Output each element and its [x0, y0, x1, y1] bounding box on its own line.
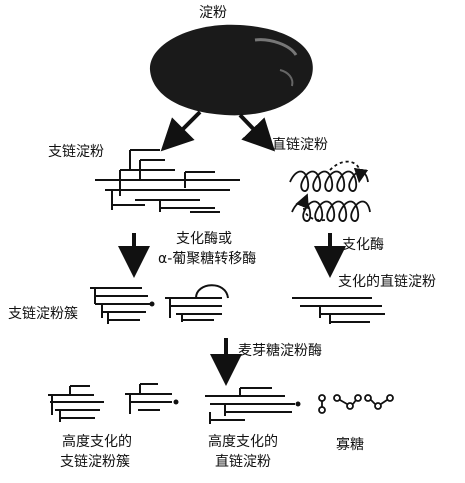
oligosaccharides-label: 寡糖 [336, 437, 364, 453]
highly-branched-cluster-1 [48, 385, 104, 422]
enzyme-right-label: 支化酶 [342, 237, 384, 253]
amylopectin-cluster-right [165, 284, 229, 322]
enzyme-left-line1: 支化酶或 [176, 231, 232, 247]
amylopectin-cluster-left [90, 287, 150, 324]
starch-label: 淀粉 [199, 5, 227, 21]
highly-branched-cluster-line2: 支链淀粉簇 [60, 454, 130, 470]
maltogenic-amylase-label: 麦芽糖淀粉酶 [238, 343, 322, 359]
highly-branched-cluster-2 [125, 383, 172, 414]
highly-branched-amylose-line2: 直链淀粉 [215, 454, 271, 470]
starch-granule [149, 24, 313, 116]
arrow-to-amylopectin [160, 110, 202, 152]
amylopectin-cluster-label: 支链淀粉簇 [8, 306, 78, 322]
enzyme-left-line2: α-葡聚糖转移酶 [158, 251, 257, 267]
highly-branched-cluster-line1: 高度支化的 [62, 434, 132, 450]
branched-amylose-structure [292, 297, 385, 324]
highly-branched-amylose-structure [205, 387, 295, 424]
oligosaccharide-units [318, 394, 394, 414]
cluster-end-dot [149, 301, 155, 307]
highly-branched-amylose-line1: 高度支化的 [208, 434, 278, 450]
amylose-structure [289, 160, 371, 222]
arrow-to-amylose [238, 113, 276, 152]
amylose-label: 直链淀粉 [272, 137, 328, 153]
amylopectin-label: 支链淀粉 [48, 144, 104, 160]
branched-amylose-label: 支化的直链淀粉 [338, 274, 436, 290]
amylopectin-structure [95, 149, 240, 213]
